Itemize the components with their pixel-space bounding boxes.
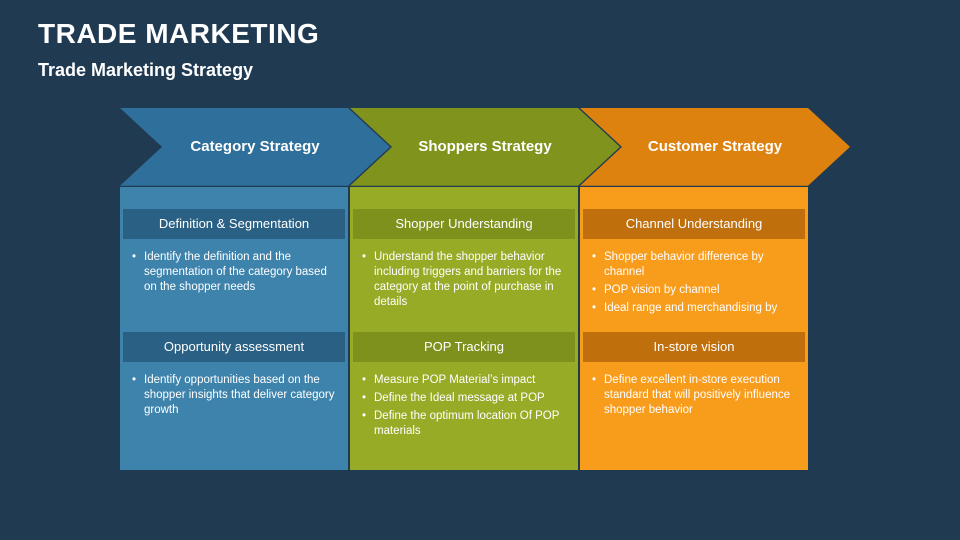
- arrow-header-label: Customer Strategy: [647, 138, 783, 156]
- strategy-diagram: Category Strategy Definition & Segmentat…: [120, 108, 808, 470]
- bullet-item: Identify the definition and the segmenta…: [130, 250, 336, 295]
- section-title-label: Definition & Segmentation: [158, 216, 310, 232]
- bullet-item: Ideal range and merchandising by: [590, 301, 796, 316]
- slide-subtitle: Trade Marketing Strategy: [38, 60, 254, 80]
- bullet-list: Measure POP Material’s impact Define the…: [350, 362, 578, 442]
- column-customer-strategy: Customer Strategy Channel Understanding …: [580, 108, 808, 470]
- column-body-shoppers: Shopper Understanding Understand the sho…: [350, 186, 578, 470]
- bullet-item: POP vision by channel: [590, 283, 796, 298]
- arrow-header-label: Shoppers Strategy: [418, 138, 552, 156]
- bullet-item: Measure POP Material’s impact: [360, 373, 566, 388]
- column-category-strategy: Category Strategy Definition & Segmentat…: [120, 108, 348, 470]
- bullet-item: Define the optimum location Of POP mater…: [360, 409, 566, 439]
- arrow-header-shoppers: Shoppers Strategy: [350, 108, 620, 186]
- bullet-list: Identify opportunities based on the shop…: [120, 362, 348, 421]
- section-title-opportunity-assessment: Opportunity assessment: [123, 331, 345, 362]
- section-title-shopper-understanding: Shopper Understanding: [353, 208, 575, 239]
- column-body-category: Definition & Segmentation Identify the d…: [120, 186, 348, 470]
- section-title-label: Shopper Understanding: [395, 216, 533, 232]
- section-title-in-store-vision: In-store vision: [583, 331, 805, 362]
- column-shoppers-strategy: Shoppers Strategy Shopper Understanding …: [350, 108, 578, 470]
- bullet-list: Define excellent in-store execution stan…: [580, 362, 808, 421]
- bullet-item: Shopper behavior difference by channel: [590, 250, 796, 280]
- bullet-item: Define the Ideal message at POP: [360, 391, 566, 406]
- bullet-list: Identify the definition and the segmenta…: [120, 239, 348, 332]
- section-title-label: POP Tracking: [424, 339, 504, 355]
- bullet-item: Understand the shopper behavior includin…: [360, 250, 566, 310]
- arrow-header-label: Category Strategy: [190, 138, 320, 156]
- bullet-list: Understand the shopper behavior includin…: [350, 239, 578, 332]
- column-body-customer: Channel Understanding Shopper behavior d…: [580, 186, 808, 470]
- section-title-label: In-store vision: [653, 339, 735, 355]
- arrow-header-category: Category Strategy: [120, 108, 390, 186]
- bullet-item: Define excellent in-store execution stan…: [590, 373, 796, 418]
- slide-title: TRADE MARKETING: [38, 18, 320, 49]
- section-title-pop-tracking: POP Tracking: [353, 331, 575, 362]
- section-title-label: Opportunity assessment: [163, 339, 305, 355]
- section-title-channel-understanding: Channel Understanding: [583, 208, 805, 239]
- arrow-header-customer: Customer Strategy: [580, 108, 850, 186]
- bullet-list: Shopper behavior difference by channel P…: [580, 239, 808, 332]
- bullet-item: Identify opportunities based on the shop…: [130, 373, 336, 418]
- section-title-definition-segmentation: Definition & Segmentation: [123, 208, 345, 239]
- section-title-label: Channel Understanding: [625, 216, 763, 232]
